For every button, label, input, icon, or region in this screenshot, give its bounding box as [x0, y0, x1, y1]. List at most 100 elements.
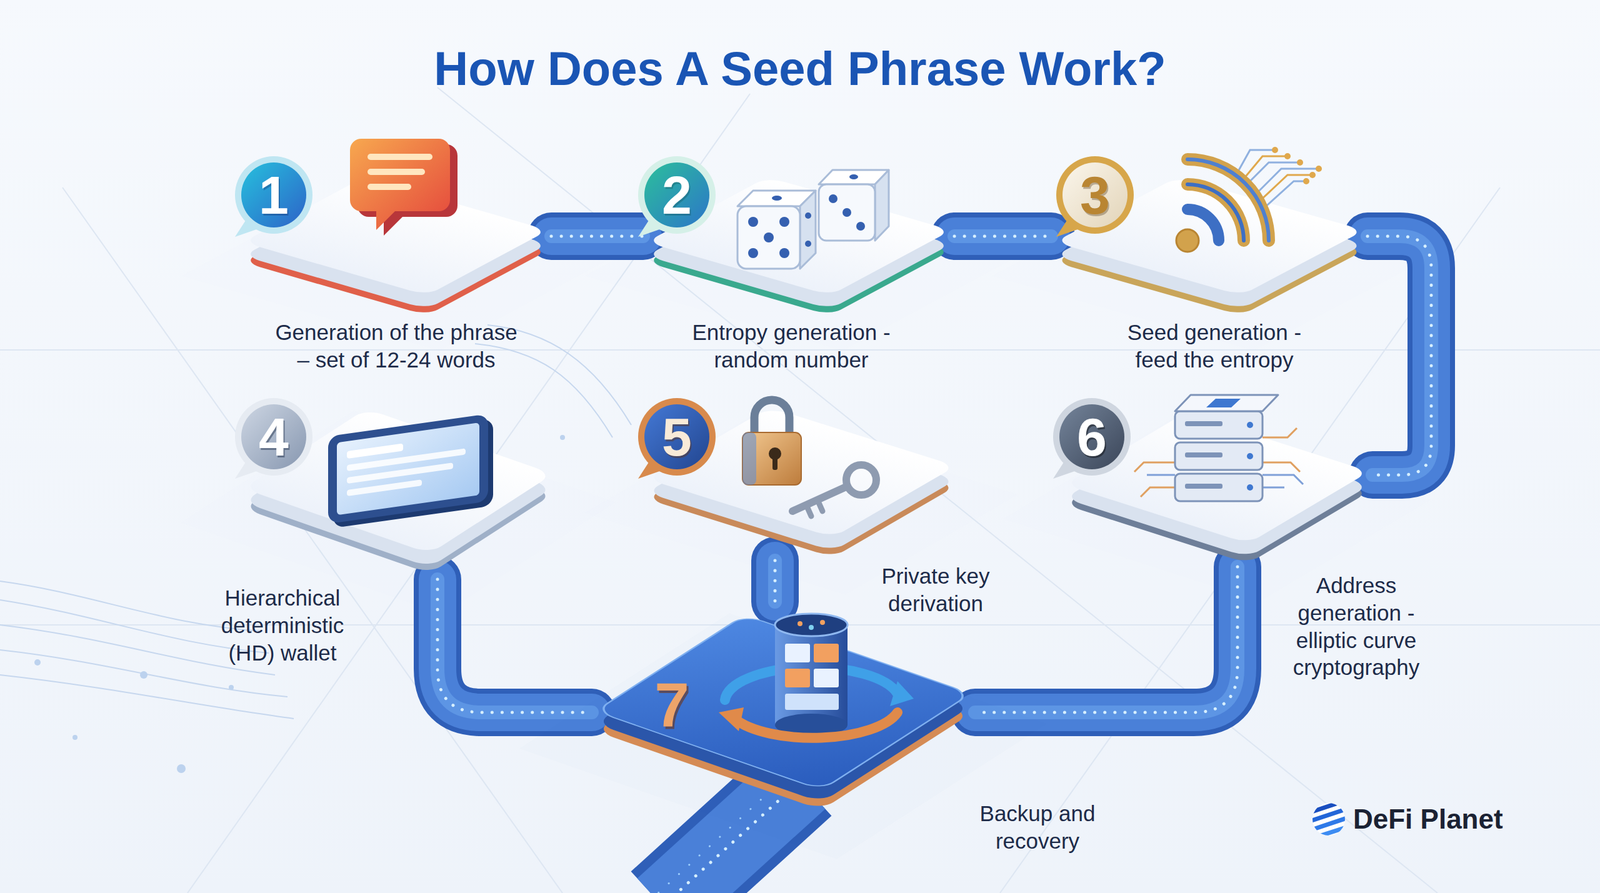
road-stroke	[551, 235, 644, 239]
backup-database-icon	[813, 643, 839, 663]
road-stroke	[756, 560, 794, 602]
tile	[595, 615, 972, 790]
step-number: 2	[633, 157, 721, 233]
road-stroke	[437, 579, 592, 713]
server-icon	[1134, 395, 1304, 502]
backup-database-icon	[734, 712, 898, 739]
server-icon	[1175, 411, 1263, 439]
dice-icon	[748, 216, 759, 227]
speech-bubble-icon	[367, 153, 433, 160]
step-tile: 6Address generation - elliptic curve cry…	[1061, 403, 1373, 567]
grid-lines	[62, 187, 563, 893]
step-tile: 5Private key derivation	[643, 398, 960, 561]
signal-icon	[1187, 159, 1269, 241]
backup-database-icon	[718, 707, 744, 732]
signal-icon	[1315, 165, 1322, 172]
dice-icon	[800, 190, 816, 269]
backup-database-icon	[808, 625, 814, 630]
road-stroke	[954, 212, 1052, 260]
speech-bubble-icon	[350, 138, 450, 230]
tablet-icon	[346, 462, 454, 484]
dice-icon	[737, 170, 889, 269]
road-stroke	[1367, 236, 1432, 475]
dice-icon	[763, 232, 774, 243]
road-stroke	[1367, 236, 1432, 475]
step-tile: 7Backup and recovery	[591, 601, 975, 821]
road-stroke	[551, 229, 644, 244]
road-stroke	[437, 579, 592, 713]
brand-logo	[1310, 801, 1350, 838]
step-tile: 3Seed generation - feed the entropy	[1051, 168, 1368, 317]
backup-database-icon	[820, 620, 825, 625]
server-icon	[1134, 462, 1175, 472]
road-stroke	[551, 212, 644, 260]
tile	[595, 615, 972, 824]
step-number: 1	[230, 157, 318, 233]
step-caption: Private key derivation	[866, 562, 1005, 618]
signal-icon	[1253, 168, 1319, 197]
backup-database-icon	[775, 625, 848, 725]
step-number: 6	[1048, 399, 1136, 475]
road-stroke	[768, 560, 782, 602]
brand-logo	[1311, 817, 1349, 830]
padlock-key-icon	[742, 432, 802, 485]
road-stroke	[954, 235, 1052, 239]
signal-icon	[1257, 175, 1313, 204]
dice-icon	[748, 248, 759, 259]
signal-icon	[1262, 181, 1307, 210]
step-caption: Seed generation - feed the entropy	[1120, 318, 1309, 374]
road-stroke	[437, 579, 592, 713]
step-number: 3	[1051, 157, 1139, 233]
server-icon	[1262, 462, 1300, 472]
tablet-icon	[346, 479, 422, 497]
diagram-title: How Does A Seed Phrase Work?	[0, 42, 1600, 95]
tablet-icon	[336, 422, 480, 515]
signal-icon	[1176, 229, 1199, 252]
step-caption: Hierarchical deterministic (HD) wallet	[207, 584, 358, 667]
backup-database-icon	[785, 693, 839, 710]
dice-icon	[737, 206, 800, 269]
road-stroke	[751, 560, 799, 602]
dice-icon	[818, 184, 875, 241]
signal-icon	[1303, 178, 1310, 185]
grid-lines	[0, 87, 1600, 893]
road-stroke	[437, 579, 592, 713]
server-icon	[1185, 452, 1223, 458]
dice-icon	[856, 221, 865, 231]
road-stroke	[975, 566, 1238, 713]
tablet-icon	[328, 413, 489, 524]
server-icon	[1185, 483, 1223, 489]
dice-icon	[805, 240, 812, 247]
backup-database-icon	[785, 668, 810, 688]
server-icon	[1175, 395, 1279, 412]
backup-database-icon	[890, 681, 914, 707]
step-caption: Address generation - elliptic curve cryp…	[1278, 571, 1435, 682]
signal-icon	[1176, 146, 1322, 252]
step-number: 4	[230, 399, 318, 475]
tablet-icon	[346, 443, 404, 459]
server-icon	[1185, 421, 1223, 427]
signal-icon	[1284, 153, 1291, 160]
backup-database-icon	[797, 621, 803, 627]
grid-lines	[437, 87, 1438, 893]
padlock-key-icon	[772, 456, 778, 470]
flow-lines	[0, 675, 294, 719]
server-icon	[1175, 442, 1263, 470]
road-stroke	[975, 566, 1238, 713]
speech-bubble-icon	[367, 168, 425, 175]
dice-icon	[771, 195, 782, 201]
flow-dots	[140, 671, 148, 679]
speech-bubble-icon	[350, 138, 458, 236]
road-connector	[954, 236, 1052, 237]
road-stroke	[954, 217, 1052, 255]
signal-icon	[1271, 146, 1322, 185]
grid-lines	[1000, 187, 1500, 893]
road-stroke	[975, 566, 1238, 713]
backup-database-icon	[785, 643, 810, 663]
server-icon	[1206, 398, 1241, 408]
padlock-key-icon	[742, 400, 877, 517]
step-tile: 4Hierarchical deterministic (HD) wallet	[240, 398, 557, 580]
step-caption: Entropy generation - random number	[685, 318, 898, 374]
